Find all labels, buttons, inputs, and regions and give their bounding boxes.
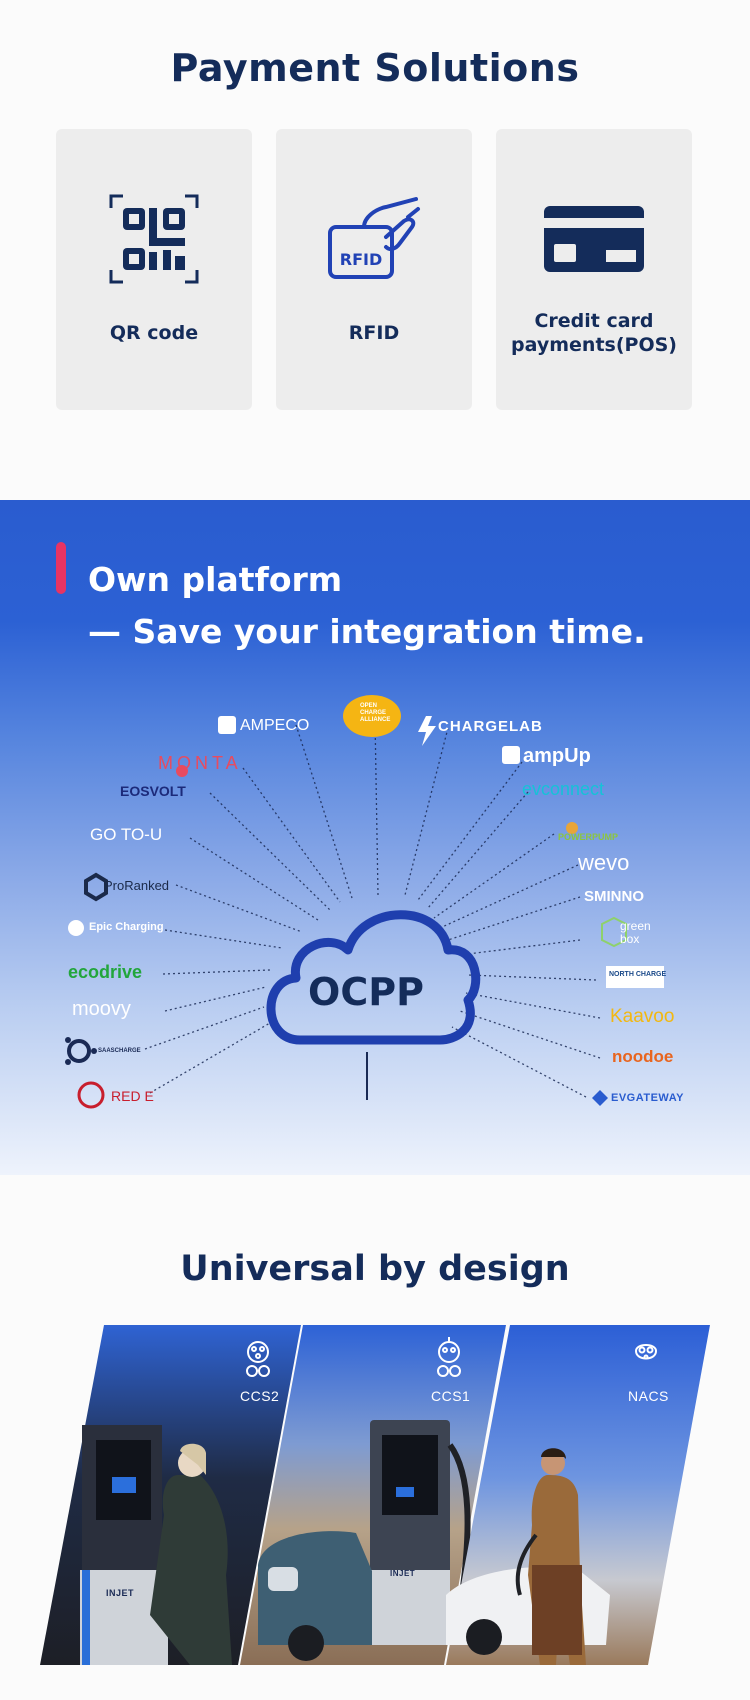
payment-card-qr: QR code [56,129,252,410]
logo-eosvolt: EOSVOLT [120,783,186,799]
injet-brand-2: INJET [390,1569,416,1578]
ocpp-network-diagram [65,695,664,1109]
powerpump-logo-mark [566,822,578,834]
proranked-logo-mark [84,872,108,902]
logo-evgateway: EVGATEWAY [611,1092,684,1104]
logo-moovy: moovy [72,998,131,1020]
saascharge-logo-mark [65,1037,97,1065]
ampeco-logo-mark [218,716,236,734]
logo-saascharge: SAASCHARGE [98,1048,141,1054]
panel-ccs2-divider [240,1325,506,1665]
logo-powerpump: POWERPUMP [558,832,619,842]
logo-sminno: SMINNO [584,888,644,905]
nacs-label: NACS [628,1388,669,1404]
logo-kaavoo: Kaavoo [610,1006,675,1027]
platform-section: Own platform — Save your integration tim… [0,500,750,1175]
ccs2-label: CCS2 [240,1388,280,1404]
ccs1-connector-icon [437,1337,461,1377]
logo-ecodrive: ecodrive [68,962,143,982]
open-charge-alliance-logo-mark [343,695,401,737]
payment-section: Payment Solutions [0,0,750,500]
ampup-logo-mark [502,746,520,764]
credit-card-icon [496,191,692,287]
greenbox-logo-mark [601,916,627,948]
injet-brand-1: INJET [106,1588,135,1598]
logo-greenbox: green box [620,919,651,946]
platform-title: Own platform [88,560,343,599]
rfid-card-icon: RFID [276,191,472,287]
logo-north-charge: NORTH CHARGE [609,971,667,978]
logo-ampeco: AMPECO [240,717,310,734]
payment-card-rfid: RFID RFID [276,129,472,410]
logo-red-e: RED E [111,1088,154,1104]
platform-subtitle: — Save your integration time. [88,612,646,651]
nacs-connector-icon [634,1344,658,1360]
rfid-icon-text: RFID [340,250,382,269]
payment-card-pos: Credit card payments(POS) [496,129,692,410]
chargelab-logo-mark [418,716,436,746]
logo-noodoe: noodoe [612,1047,674,1066]
go-to-u-logo-mark [176,765,188,777]
qr-code-label: QR code [109,322,199,344]
panel-nacs [446,1325,710,1665]
universal-section: Universal by design [0,1175,750,1700]
qr-code-icon [56,191,252,287]
logo-open-charge-alliance: OPEN CHARGE ALLIANCE [360,703,391,723]
ocpp-label: OCPP [308,970,424,1014]
ccs2-connector-icon [246,1341,270,1377]
panel-ccs2 [40,1325,301,1665]
logo-epic-charging: Epic Charging [89,921,164,933]
accent-bar [56,542,66,594]
logo-wevo: wevo [578,850,630,875]
red-e-logo-mark [77,1081,105,1109]
logo-ampup: ampUp [523,745,591,767]
evgateway-logo-mark [592,1090,608,1106]
logo-evconnect: evconnect [522,779,605,799]
rfid-label: RFID [348,322,400,344]
universal-title: Universal by design [180,1249,570,1289]
connector-photo-strip [40,1325,710,1665]
logo-chargelab: CHARGELAB [438,718,543,735]
payment-title: Payment Solutions [170,46,580,90]
logo-go-to-u: GO TO-U [90,825,163,844]
epic-charging-logo-mark [68,920,84,936]
cloud-icon [266,910,481,1045]
north-charge-logo-mark [606,966,664,988]
logo-proranked: ProRanked [104,878,170,893]
ccs1-label: CCS1 [431,1388,471,1404]
pos-label: Credit card payments(POS) [511,310,677,356]
logo-monta: MONTA [158,753,242,773]
